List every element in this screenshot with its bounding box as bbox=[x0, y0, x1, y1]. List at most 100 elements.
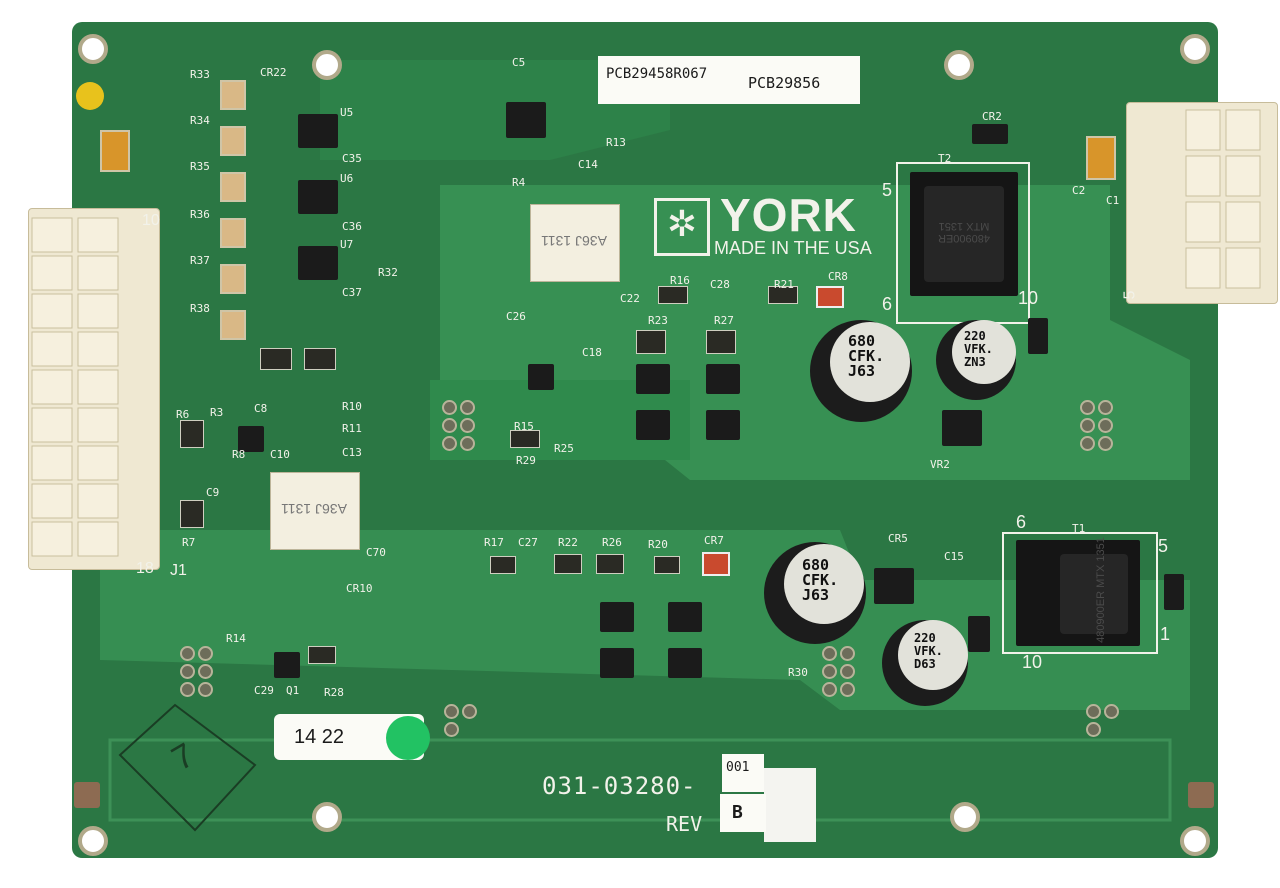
refdes-label: R26 bbox=[602, 536, 622, 549]
smd-resistor bbox=[510, 430, 540, 448]
transistor-q6 bbox=[636, 364, 670, 394]
refdes-label: C18 bbox=[582, 346, 602, 359]
diode-cr3 bbox=[968, 616, 990, 652]
smd-resistor bbox=[308, 646, 336, 664]
refdes-label: C29 bbox=[254, 684, 274, 697]
ic-u5 bbox=[298, 114, 338, 148]
refdes-label: C36 bbox=[342, 220, 362, 233]
refdes-label: C27 bbox=[518, 536, 538, 549]
transformer-t1: 480900ER MTX 1351 bbox=[1016, 537, 1140, 646]
refdes-label: C14 bbox=[578, 158, 598, 171]
pcb-label-2: PCB29856 bbox=[748, 74, 821, 92]
refdes-label: C5 bbox=[512, 56, 526, 69]
electrolytic-capacitor: 220 VFK. ZN3 bbox=[936, 320, 1016, 400]
rev-value: B bbox=[732, 802, 743, 823]
diode-cr1 bbox=[1164, 574, 1184, 610]
capacitor-series: CFK. bbox=[802, 571, 839, 589]
ic-u7 bbox=[298, 246, 338, 280]
ic-vr2 bbox=[942, 410, 982, 446]
ceramic-capacitor bbox=[220, 264, 246, 294]
capacitor-code: J63 bbox=[848, 362, 876, 380]
refdes-label: C37 bbox=[342, 286, 362, 299]
mounting-hole bbox=[312, 802, 342, 832]
york-snowflake-icon: ✲ bbox=[654, 198, 710, 256]
transistor-q2 bbox=[528, 364, 554, 390]
ceramic-capacitor bbox=[220, 80, 246, 110]
led-cr7 bbox=[702, 552, 730, 576]
smd-resistor bbox=[658, 286, 688, 304]
connector-right-pins bbox=[1185, 109, 1261, 289]
part-suffix: 001 bbox=[726, 760, 750, 775]
part-suffix-sticker: 001 bbox=[722, 754, 764, 792]
refdes-label: R27 bbox=[714, 314, 734, 327]
refdes-label: R37 bbox=[190, 254, 210, 267]
refdes-label: R14 bbox=[226, 632, 246, 645]
refdes-label: U7 bbox=[340, 238, 354, 251]
refdes-label: R17 bbox=[484, 536, 504, 549]
t2-pin-label: 6 bbox=[882, 294, 893, 314]
t1-pin-label: 6 bbox=[1016, 512, 1027, 532]
capacitor-series: CFK. bbox=[848, 347, 885, 365]
u3-marking: A36J 1311 bbox=[281, 501, 347, 517]
refdes-label: R6 bbox=[176, 408, 190, 421]
t1-refdes: T1 bbox=[1072, 522, 1086, 535]
optocoupler-u4: A36J 1311 bbox=[530, 204, 620, 282]
refdes-label: R29 bbox=[516, 454, 536, 467]
refdes-label: C1 bbox=[1106, 194, 1120, 207]
t2-pin-label: 5 bbox=[882, 180, 893, 200]
ceramic-capacitor bbox=[220, 218, 246, 248]
transformer-t1-outline bbox=[1002, 532, 1158, 654]
refdes-label: C70 bbox=[366, 546, 386, 559]
ic-u2 bbox=[238, 426, 264, 452]
pcb-board: PCB29458R067 PCB29856 ✲ YORK MADE IN THE… bbox=[28, 20, 1278, 860]
ic-u6 bbox=[298, 180, 338, 214]
refdes-label: R22 bbox=[558, 536, 578, 549]
transistor-q7 bbox=[668, 648, 702, 678]
t2-marking: 480900ER MTX 1351 bbox=[938, 220, 990, 244]
j1-label: J1 bbox=[170, 562, 187, 579]
pcb-label-sticker: PCB29458R067 PCB29856 bbox=[598, 56, 860, 104]
date-code-sticker: 14 22 bbox=[274, 714, 430, 760]
refdes-label: R20 bbox=[648, 538, 668, 551]
refdes-label: R34 bbox=[190, 114, 210, 127]
ceramic-capacitor bbox=[220, 126, 246, 156]
refdes-label: R10 bbox=[342, 400, 362, 413]
date-code: 14 22 bbox=[294, 726, 345, 748]
refdes-label: C22 bbox=[620, 292, 640, 305]
refdes-label: R3 bbox=[210, 406, 224, 419]
t1-pin-label: 10 bbox=[1022, 652, 1043, 672]
ceramic-capacitor bbox=[220, 172, 246, 202]
mounting-hole bbox=[950, 802, 980, 832]
smd-resistor bbox=[180, 500, 204, 528]
refdes-label: R30 bbox=[788, 666, 808, 679]
refdes-label: CR8 bbox=[828, 270, 848, 283]
rev-sticker: B bbox=[720, 794, 766, 832]
led-cr8 bbox=[816, 286, 844, 308]
capacitor-code: J63 bbox=[802, 586, 830, 604]
ic-u1 bbox=[506, 102, 546, 138]
t2-pin-label: 10 bbox=[1018, 288, 1039, 308]
smd-resistor bbox=[636, 330, 666, 354]
transistor-q9 bbox=[706, 410, 740, 440]
smd-resistor bbox=[596, 554, 624, 574]
capacitor-value: 680 bbox=[848, 332, 876, 350]
smd-resistor bbox=[180, 420, 204, 448]
capacitor-series: VFK. bbox=[964, 342, 993, 356]
mounting-hole bbox=[1180, 826, 1210, 856]
refdes-label: C10 bbox=[270, 448, 290, 461]
smd-resistor bbox=[706, 330, 736, 354]
mounting-hole bbox=[1180, 34, 1210, 64]
j1-pin-10-label: 10 bbox=[142, 212, 160, 229]
refdes-label: C9 bbox=[206, 486, 220, 499]
smd-resistor bbox=[490, 556, 516, 574]
mounting-hole bbox=[78, 34, 108, 64]
refdes-label: R4 bbox=[512, 176, 526, 189]
smd-resistor bbox=[304, 348, 336, 370]
brand-logo-text: YORK bbox=[720, 189, 857, 241]
ceramic-capacitor bbox=[220, 310, 246, 340]
diode-cr4 bbox=[1028, 318, 1048, 354]
capacitor-value: 220 bbox=[914, 631, 936, 645]
refdes-label: R15 bbox=[514, 420, 534, 433]
refdes-label: C15 bbox=[944, 550, 964, 563]
refdes-label: R8 bbox=[232, 448, 246, 461]
